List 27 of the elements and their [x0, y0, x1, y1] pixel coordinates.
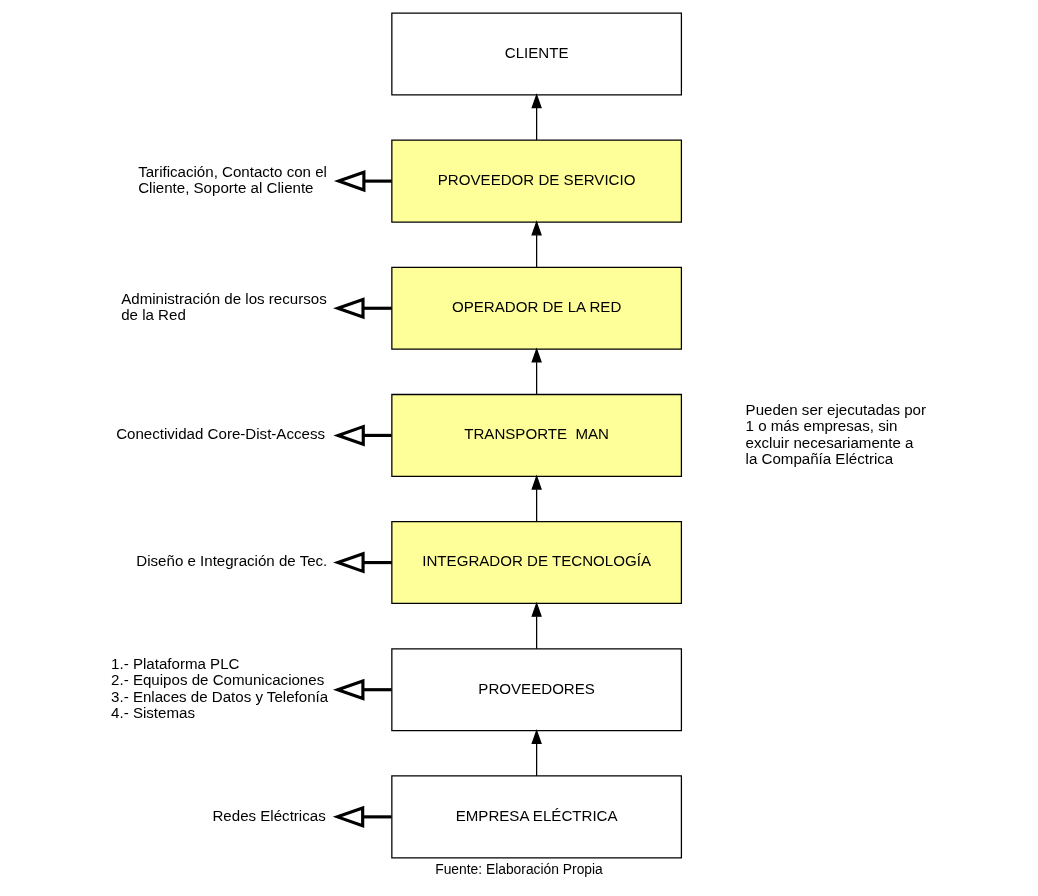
arrow [531, 601, 542, 650]
node-box: PROVEEDORES [391, 648, 683, 732]
node-text: 1.- Plataforma PLC 2.- Equipos de Comunicaciones 3.- Enlaces de Datos y Telefonía 4.- Sistemas [111, 655, 329, 722]
arrow [333, 297, 392, 320]
arrow [332, 805, 392, 828]
node-box: PROVEEDOR DE SERVICIO [391, 139, 683, 223]
label: Pueden ser ejecutadas por 1 o más empresas, sin excluir necesariamente a la Compañía Eléctrica [745, 400, 927, 467]
node-text: Administración de los recursos de la Red [121, 289, 327, 324]
arrow [531, 474, 542, 523]
node-box: OPERADOR DE LA RED [391, 266, 683, 350]
node-box: TRANSPORTE MAN [391, 393, 683, 477]
node-box: CLIENTE [391, 12, 683, 96]
node-text: Tarificación, Contacto con el Cliente, Soporte al Cliente [138, 162, 327, 197]
arrow [333, 170, 392, 193]
arrow [531, 93, 542, 141]
arrow [531, 347, 542, 395]
node-text: Conectividad Core-Dist-Access [116, 425, 326, 443]
node-box: EMPRESA ELÉCTRICA [391, 775, 683, 859]
caption: Fuente: Elaboración Propia [435, 860, 603, 877]
node-text: Diseño e Integración de Tec. [136, 552, 328, 570]
node-text: Redes Eléctricas [212, 806, 326, 824]
arrow [333, 551, 392, 574]
node-box: INTEGRADOR DE TECNOLOGÍA [391, 521, 683, 605]
arrow [531, 728, 542, 777]
arrow [333, 424, 392, 447]
arrow [531, 220, 542, 268]
arrow [332, 678, 392, 701]
